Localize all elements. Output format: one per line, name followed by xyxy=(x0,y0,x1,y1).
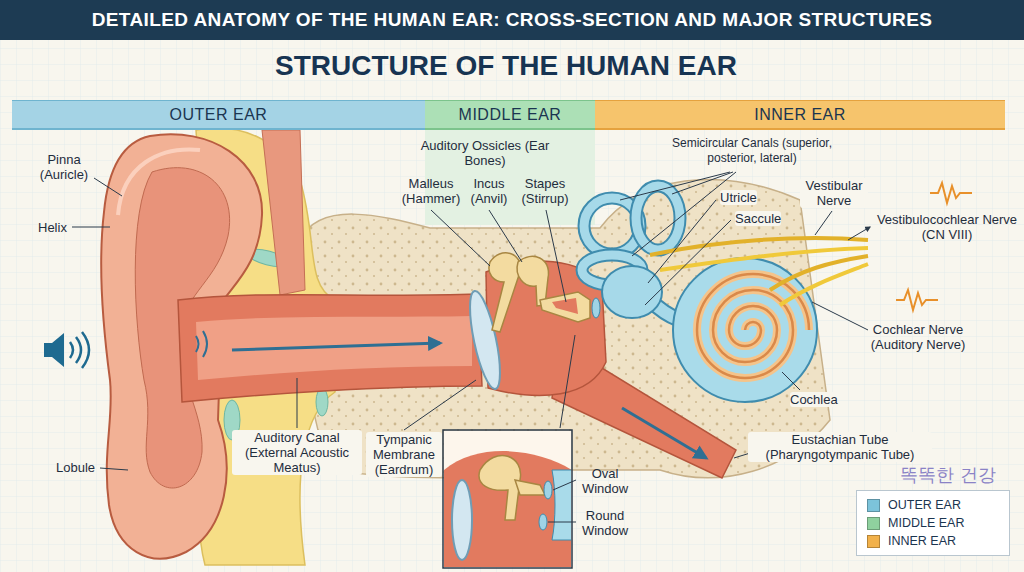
inset-inner-ear xyxy=(552,470,571,540)
section-band: MIDDLE EAR xyxy=(425,100,595,130)
legend-label: INNER EAR xyxy=(888,534,956,548)
leader-line xyxy=(632,172,736,256)
leader-line xyxy=(620,172,730,200)
cochlear-spiral xyxy=(697,274,809,378)
part-label: Auditory Ossicles (Ear Bones) xyxy=(420,138,550,168)
part-label: Round Window xyxy=(578,508,632,538)
signal-icon xyxy=(896,290,938,310)
cochlea xyxy=(673,258,817,402)
part-label: Cochlea xyxy=(790,392,838,407)
leader-line xyxy=(815,211,832,235)
legend-box: OUTER EAR MIDDLE EAR INNER EAR xyxy=(856,490,1010,556)
inset-stapes xyxy=(515,480,545,495)
semicircular-canal xyxy=(636,186,680,250)
part-label: Stapes (Stirrup) xyxy=(516,176,574,206)
legend-swatch xyxy=(867,499,880,512)
leader-line xyxy=(553,480,576,490)
inset-detail xyxy=(444,431,571,567)
speaker-waves xyxy=(70,332,89,368)
helix-rim xyxy=(118,149,200,215)
leader-line xyxy=(489,210,522,262)
part-label: Eustachian Tube (Pharyngotympanic Tube) xyxy=(748,432,932,462)
leader-line xyxy=(100,468,128,470)
inset-ground xyxy=(444,431,571,567)
leader-line xyxy=(546,210,566,302)
part-label: Oval Window xyxy=(578,466,632,496)
leader-arrow xyxy=(848,227,870,240)
inset-pointer xyxy=(560,335,575,428)
inset-round-window xyxy=(539,514,547,530)
page-title: DETAILED ANATOMY OF THE HUMAN EAR: CROSS… xyxy=(0,0,1024,40)
section-band: OUTER EAR xyxy=(12,100,425,130)
title-banner xyxy=(0,0,1024,40)
leader-line xyxy=(72,227,110,228)
tube-arrow xyxy=(622,408,706,458)
section-band: INNER EAR xyxy=(595,100,1005,130)
heading: STRUCTURE OF THE HUMAN EAR xyxy=(0,50,1018,82)
part-label: Incus (Anvil) xyxy=(466,176,512,206)
auditory-canal xyxy=(178,294,482,402)
part-label: Saccule xyxy=(735,211,781,226)
cartilage xyxy=(262,130,305,295)
section-heading: INNER EAR xyxy=(754,106,846,124)
inset-oval-window xyxy=(544,481,552,499)
part-label: Malleus (Hammer) xyxy=(398,176,464,206)
section-heading: OUTER EAR xyxy=(170,106,268,124)
oval-window xyxy=(592,298,600,318)
nerve-fiber xyxy=(780,264,868,305)
canal-lumen xyxy=(196,316,472,380)
leader-line xyxy=(812,302,868,330)
part-label: Cochlear Nerve (Auditory Nerve) xyxy=(858,322,978,352)
part-label: Vestibulocochlear Nerve (CN VIII) xyxy=(876,212,1018,242)
malleus xyxy=(489,253,520,332)
gland xyxy=(316,388,328,416)
inset-ossicle xyxy=(479,456,521,520)
leader-line xyxy=(548,522,576,523)
cochlear-spiral xyxy=(697,274,809,378)
part-label: Lobule xyxy=(56,460,95,475)
part-label: Pinna (Auricle) xyxy=(28,152,100,182)
inset-eardrum xyxy=(452,480,472,560)
part-label: Helix xyxy=(38,220,67,235)
inset-cavity xyxy=(444,451,571,567)
legend-swatch xyxy=(867,535,880,548)
part-label: Auditory Canal (External Acoustic Meatus… xyxy=(232,430,362,475)
leader-line xyxy=(648,200,716,283)
part-label: Vestibular Nerve xyxy=(800,178,868,208)
legend-swatch xyxy=(867,517,880,530)
vestibule xyxy=(602,266,662,318)
watermark: 똑똑한 건강 xyxy=(900,464,996,486)
leader-line xyxy=(645,220,731,305)
leader-line xyxy=(404,380,476,430)
inset-frame xyxy=(443,430,572,568)
leader-line xyxy=(431,210,490,266)
semicircular-canal xyxy=(636,186,680,250)
leader-line xyxy=(94,178,122,196)
legend-entry: OUTER EAR xyxy=(867,496,999,514)
part-label: Utricle xyxy=(720,190,757,205)
leader-lines xyxy=(72,172,870,522)
stapes-hole xyxy=(552,298,578,314)
legend-entry: MIDDLE EAR xyxy=(867,514,999,532)
leader-line xyxy=(297,378,298,428)
legend-entry: INNER EAR xyxy=(867,532,999,550)
legend-label: MIDDLE EAR xyxy=(888,516,964,530)
sound-arrow xyxy=(232,343,440,350)
sound-waves xyxy=(196,331,207,357)
legend-label: OUTER EAR xyxy=(888,498,961,512)
section-heading: MIDDLE EAR xyxy=(459,106,562,124)
signal-icon xyxy=(930,183,972,203)
part-label: Tympanic Membrane (Eardrum) xyxy=(366,432,442,477)
leader-line xyxy=(782,372,800,390)
speaker-icon xyxy=(44,333,64,367)
part-label: Semicircular Canals (superior, posterior… xyxy=(662,136,842,166)
